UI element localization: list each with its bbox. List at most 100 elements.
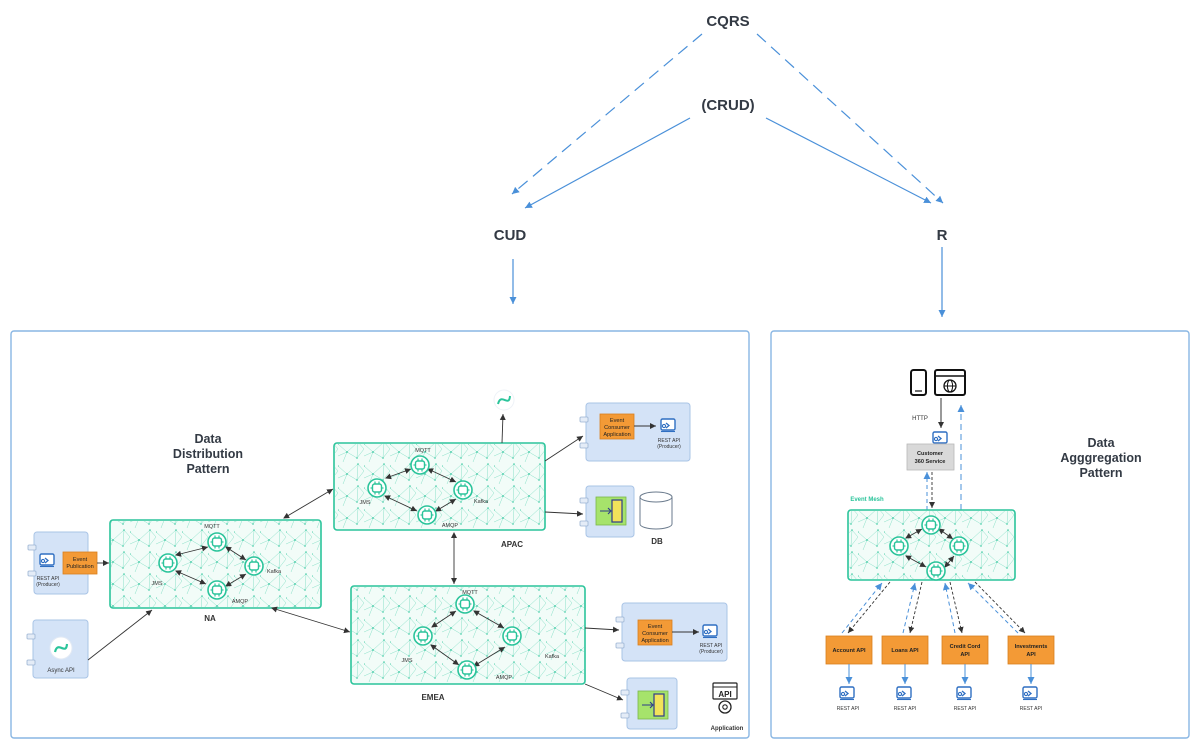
aggregation-panel [770, 330, 1190, 739]
emea-consumer-line-1: Event [648, 624, 663, 630]
credit-card-api-label-2: API [960, 652, 970, 658]
emea-to-consumer-arrow [584, 626, 620, 633]
event-publication-line-1: Event [73, 557, 88, 563]
investments-rest-api-label: REST API [1020, 706, 1042, 712]
apac-mqtt-label: MQTT [415, 448, 431, 454]
credit-to-mesh-arrow [942, 582, 956, 634]
db-label: DB [651, 537, 663, 546]
apac-to-async-arrow [499, 413, 506, 444]
credit-card-api-box[interactable]: Credit Cord API [941, 635, 989, 665]
apac-amqp-label: AMQP [442, 523, 459, 529]
na-emea-link [271, 606, 351, 634]
credit-card-api-label-1: Credit Cord [950, 644, 981, 650]
customer-service-line-2: 360 Service [915, 459, 946, 465]
distribution-title-1: Data [194, 432, 222, 446]
na-kafka-label: Kafka [267, 569, 282, 575]
aggregation-title-3: Pattern [1079, 466, 1122, 480]
account-rest-api-icon [839, 686, 855, 701]
customer-360-service-box[interactable]: Customer 360 Service [906, 443, 955, 471]
investments-rest-api-icon [1022, 686, 1038, 701]
apac-rest-api-icon [660, 418, 676, 433]
investments-api-box[interactable]: Investments API [1007, 635, 1055, 665]
mesh-to-credit-arrow [949, 581, 964, 634]
crud-label: (CRUD) [701, 97, 754, 114]
emea-rest-api-role: (Producer) [699, 649, 723, 655]
na-jms-label: JMS [152, 581, 163, 587]
apac-consumer-line-3: Application [603, 432, 630, 438]
apac-consumer-line-2: Consumer [604, 425, 630, 431]
distribution-panel [10, 330, 750, 739]
credit-rest-api-icon [956, 686, 972, 701]
cqrs-to-cud-arrow [511, 33, 703, 195]
account-api-label: Account API [832, 648, 865, 654]
producer-rest-api-role: (Producer) [36, 582, 60, 588]
mesh-to-account-arrow [847, 581, 891, 634]
loans-to-mesh-arrow [902, 582, 917, 634]
http-label: HTTP [912, 416, 928, 422]
emea-event-consumer-box[interactable]: Event Consumer Application REST API (Pro… [615, 602, 728, 662]
web-browser-icon [934, 369, 966, 396]
emea-consumer-line-3: Application [641, 638, 668, 644]
event-mesh-label: Event Mesh [850, 497, 884, 503]
apac-jms-label: JMS [360, 500, 371, 506]
aggregation-title-2: Agggregation [1060, 451, 1141, 465]
r-label: R [937, 227, 948, 244]
account-to-mesh-arrow [841, 582, 883, 634]
producer-rest-api-icon [39, 553, 55, 568]
loans-api-box[interactable]: Loans API [881, 635, 929, 665]
crud-to-cud-arrow [524, 117, 691, 209]
customer-service-line-1: Customer [917, 451, 944, 457]
customer-api-icon [932, 431, 948, 446]
producer-rest-api-label: REST API [37, 576, 59, 582]
investments-api-label-1: Investments [1015, 644, 1048, 650]
emea-event-broker-mesh: MQTT JMS Kafka AMQP [350, 585, 586, 685]
apac-event-broker-mesh: MQTT JMS Kafka AMQP [333, 442, 546, 531]
apac-rest-api-role: (Producer) [657, 444, 681, 450]
mobile-phone-icon [910, 369, 927, 396]
mesh-to-investments-arrow [974, 581, 1026, 634]
account-api-box[interactable]: Account API [825, 635, 873, 665]
apac-region-label: APAC [501, 540, 523, 549]
apac-db-connector-box[interactable] [579, 485, 635, 538]
database-icon [639, 491, 673, 530]
application-api-icon: API [712, 682, 738, 714]
na-amqp-label: AMQP [232, 599, 249, 605]
emea-rest-api-icon [702, 624, 718, 639]
emea-rest-api-label: REST API [700, 643, 722, 649]
emea-consumer-line-2: Consumer [642, 631, 668, 637]
async-to-na-arrow [87, 609, 153, 661]
cqrs-to-r-arrow [756, 33, 944, 204]
cqrs-label: CQRS [706, 13, 749, 30]
credit-rest-api-label: REST API [954, 706, 976, 712]
application-api-badge: API [718, 690, 731, 699]
investments-api-label-2: API [1026, 652, 1036, 658]
event-publication-producer[interactable]: REST API (Producer) Event Publication [27, 531, 98, 595]
loans-api-label: Loans API [891, 648, 919, 654]
aggregation-title-1: Data [1087, 436, 1115, 450]
async-api-box[interactable]: Async API [26, 619, 89, 679]
emea-region-label: EMEA [421, 693, 444, 702]
emea-jms-label: JMS [402, 658, 413, 664]
apac-to-db-arrow [544, 510, 584, 517]
distribution-title-2: Distribution [173, 447, 243, 461]
application-label: Application [711, 726, 744, 732]
mesh-to-loans-arrow [908, 581, 923, 634]
emea-mqtt-label: MQTT [462, 590, 478, 596]
apac-rest-api-label: REST API [658, 438, 680, 444]
async-api-label: Async API [47, 668, 75, 674]
apac-to-consumer-arrow [544, 435, 584, 462]
cud-label: CUD [494, 227, 527, 244]
crud-to-r-arrow [765, 117, 932, 204]
na-apac-link [283, 488, 334, 519]
emea-app-connector-box[interactable] [620, 677, 678, 730]
emea-amqp-label: AMQP [496, 675, 513, 681]
event-publication-line-2: Publication [66, 564, 93, 570]
apac-async-icon [497, 395, 511, 405]
account-rest-api-label: REST API [837, 706, 859, 712]
apac-consumer-line-1: Event [610, 418, 625, 424]
loans-rest-api-label: REST API [894, 706, 916, 712]
aggregation-event-mesh [847, 509, 1016, 581]
apac-event-consumer-box[interactable]: Event Consumer Application REST API (Pro… [579, 402, 691, 462]
emea-kafka-label: Kafka [545, 654, 560, 660]
